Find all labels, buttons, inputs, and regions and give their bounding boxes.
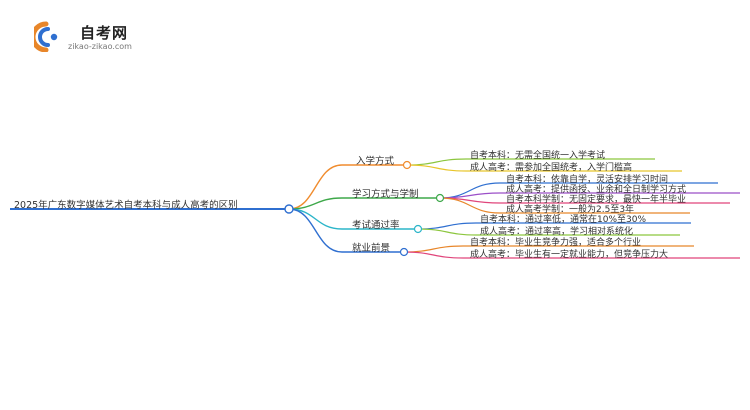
site-logo[interactable]: 自考网 zikao-zikao.com xyxy=(34,20,194,60)
leaf-label: 自考本科：通过率低，通常在10%至30% xyxy=(480,215,647,225)
leaf-connector xyxy=(439,192,501,199)
branch-label: 学习方式与学制 xyxy=(352,189,419,200)
leaf-connector xyxy=(417,228,477,236)
branch-label: 入学方式 xyxy=(356,156,395,167)
branch-node-dot xyxy=(435,193,445,203)
branch-connector xyxy=(288,208,343,230)
logo-mark-icon xyxy=(34,21,58,52)
leaf-label: 成人高考学制：一般为2.5至3年 xyxy=(506,205,635,215)
root-node-label: 2025年广东数字媒体艺术自考本科与成人高考的区别 xyxy=(14,200,238,211)
leaf-label: 成人高考：毕业生有一定就业能力，但竞争压力大 xyxy=(470,250,669,260)
leaf-connector xyxy=(439,197,501,214)
leaf-label: 成人高考：提供函授、业余和全日制学习方式 xyxy=(506,185,687,195)
logo-title: 自考网 xyxy=(80,24,129,42)
leaf-label: 成人高考：需参加全国统考，入学门槛高 xyxy=(470,163,633,173)
branch-node-dot xyxy=(413,224,423,234)
leaf-connector xyxy=(403,245,464,253)
leaf-label: 自考本科：无需全国统一入学考试 xyxy=(470,151,606,161)
branch-connector xyxy=(288,208,343,253)
branch-connector xyxy=(288,164,343,210)
leaf-label: 自考本科：依靠自学，灵活安排学习时间 xyxy=(506,175,669,185)
leaf-connector xyxy=(406,164,467,172)
leaf-label: 自考本科学制：无固定要求，最快一年半毕业 xyxy=(506,195,687,205)
branch-label: 考试通过率 xyxy=(352,220,400,231)
branch-label: 就业前景 xyxy=(352,243,391,254)
leaf-connector xyxy=(417,222,477,230)
root-node-dot xyxy=(284,204,294,214)
leaf-connector xyxy=(403,251,464,259)
branch-node-dot xyxy=(402,160,412,170)
leaf-label: 成人高考：通过率高，学习相对系统化 xyxy=(480,227,634,237)
leaf-connector xyxy=(406,158,467,166)
logo-url: zikao-zikao.com xyxy=(68,42,132,51)
leaf-label: 自考本科：毕业生竞争力强，适合多个行业 xyxy=(470,238,642,248)
branch-node-dot xyxy=(399,247,409,257)
